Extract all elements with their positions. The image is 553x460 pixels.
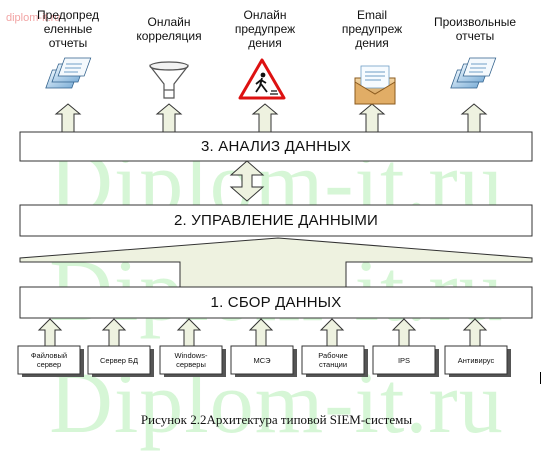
output-arrow-5 bbox=[460, 103, 488, 133]
source-arrow-7 bbox=[462, 318, 488, 347]
output-arrow-2 bbox=[155, 103, 183, 133]
source-arrows bbox=[37, 318, 488, 347]
reports-icon bbox=[450, 57, 497, 89]
source-box-7 bbox=[444, 345, 508, 375]
source-box-3 bbox=[159, 345, 223, 375]
source-label-windows-servers: Windows- серверы bbox=[174, 351, 208, 369]
output-arrow-4 bbox=[358, 103, 386, 133]
watermark-small: diplom-it.ru bbox=[6, 12, 61, 24]
source-box-4 bbox=[230, 345, 294, 375]
output-label-online-correlation: Онлайн корреляция bbox=[136, 15, 202, 43]
layer-analysis-box bbox=[19, 131, 533, 162]
warning-sign-icon bbox=[238, 58, 286, 100]
layer-collection-box bbox=[19, 286, 533, 319]
wide-arrow bbox=[19, 237, 533, 288]
source-label-file-server: Файловый сервер bbox=[30, 351, 68, 369]
output-label-custom-reports: Произвольные отчеты bbox=[433, 15, 516, 43]
layer-collection-label: 1. СБОР ДАННЫХ bbox=[210, 294, 342, 311]
text-cursor bbox=[540, 372, 541, 384]
output-label-predefined-reports: Предопред еленные отчеты bbox=[37, 8, 99, 50]
source-arrow-4 bbox=[248, 318, 274, 347]
source-label-firewall: МСЭ bbox=[253, 356, 271, 365]
source-box-1 bbox=[17, 345, 81, 375]
source-box-5 bbox=[301, 345, 365, 375]
output-label-online-alerts: Онлайн предупреж дения bbox=[234, 8, 296, 50]
reports-icon bbox=[45, 57, 92, 89]
source-arrow-6 bbox=[391, 318, 417, 347]
source-label-workstations: Рабочие станции bbox=[318, 351, 348, 369]
layer-management-label: 2. УПРАВЛЕНИЕ ДАННЫМИ bbox=[173, 212, 379, 229]
envelope-icon bbox=[354, 65, 396, 105]
output-label-email-alerts: Email предупреж дения bbox=[341, 8, 403, 50]
double-arrow bbox=[229, 160, 265, 202]
source-label-db-server: Сервер БД bbox=[99, 356, 139, 365]
output-arrow-3 bbox=[251, 103, 279, 133]
source-label-antivirus: Антивирус bbox=[457, 356, 495, 365]
output-arrow-1 bbox=[54, 103, 82, 133]
source-label-ips: IPS bbox=[397, 356, 411, 365]
source-arrow-5 bbox=[319, 318, 345, 347]
source-box-6 bbox=[372, 345, 436, 375]
layer-management-box bbox=[19, 204, 533, 237]
output-arrows bbox=[54, 103, 488, 133]
source-arrow-2 bbox=[101, 318, 127, 347]
source-arrow-1 bbox=[37, 318, 63, 347]
layer-analysis-label: 3. АНАЛИЗ ДАННЫХ bbox=[200, 138, 351, 155]
source-arrow-3 bbox=[176, 318, 202, 347]
figure-caption: Рисунок 2.2Архитектура типовой SIEM-сист… bbox=[140, 412, 413, 427]
funnel-icon bbox=[149, 61, 189, 99]
source-box-2 bbox=[87, 345, 151, 375]
source-boxes bbox=[17, 345, 511, 377]
